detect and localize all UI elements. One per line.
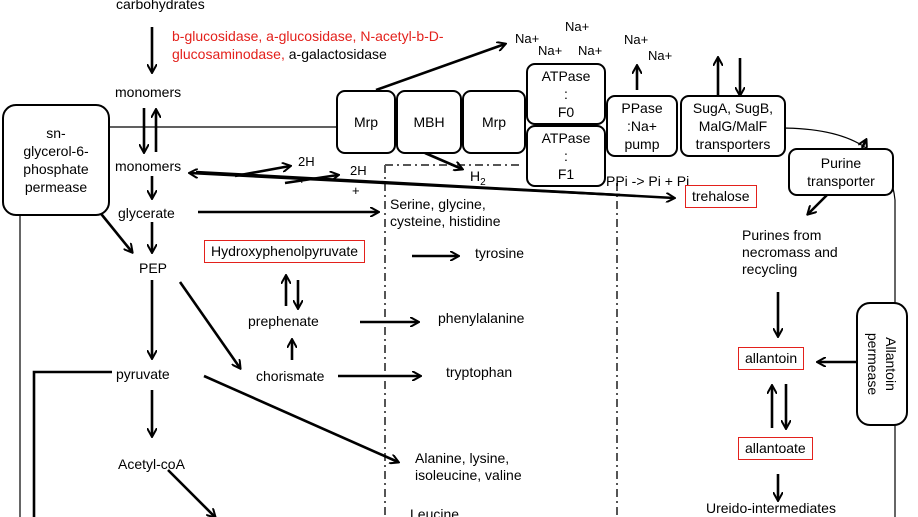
label-leucine: Leucine <box>410 506 460 517</box>
box-atpase-f1: ATPase : F1 <box>526 125 606 187</box>
arrow-acetyl-leucine <box>167 469 215 517</box>
label-chorismate: chorismate <box>256 368 325 384</box>
box-sug-transporters: SugA, SugB, MalG/MalF transporters <box>680 95 786 157</box>
label-na-2: Na+ <box>515 31 540 46</box>
label-ureido-intermediates: Ureido-intermediates <box>706 500 836 516</box>
label-allantoin: allantoin <box>738 347 805 370</box>
arrow-2h-2 <box>284 175 338 185</box>
label-tyrosine: tyrosine <box>475 245 525 261</box>
label-enzymes-black-part: a-galactosidase <box>284 46 387 62</box>
box-purine-transporter: Purine transporter <box>788 148 894 196</box>
arrow-permease-pep <box>96 209 132 252</box>
label-carbohydrates: carbohydrates <box>116 0 205 12</box>
box-mrp-left: Mrp <box>336 90 396 154</box>
label-pep: PEP <box>139 260 168 276</box>
label-na-1: Na+ <box>565 19 590 34</box>
label-monomers-inside: monomers <box>115 158 182 174</box>
label-phenylalanine: phenylalanine <box>438 310 525 326</box>
label-na-5: Na+ <box>624 32 649 47</box>
box-glycerol-permease: sn- glycerol-6- phosphate permease <box>2 104 110 216</box>
label-alanine-group: Alanine, lysine, isoleucine, valine <box>415 450 522 483</box>
label-purines: Purines from necromass and recycling <box>742 227 838 277</box>
arrow-2h-1 <box>234 166 290 178</box>
label-2h-2-plus: + <box>352 183 360 198</box>
allantoin-permease-label: Allantoin permease <box>865 332 900 396</box>
box-ppase-pump: PPase :Na+ pump <box>606 95 678 157</box>
arrow-purine-transporter-top <box>862 140 866 148</box>
pyruvate-recycle-line <box>32 370 112 517</box>
label-allantoate: allantoate <box>738 437 813 460</box>
label-trehalose: trehalose <box>685 185 757 208</box>
label-2h-2: 2H <box>350 163 367 178</box>
label-h2: H2 <box>470 168 486 191</box>
label-h2-letter: H <box>470 168 481 184</box>
label-ppi: PPi -> Pi + Pi <box>606 173 690 189</box>
box-atpase-f0: ATPase : F0 <box>526 63 606 125</box>
label-pyruvate: pyruvate <box>116 366 170 382</box>
label-enzymes-line2: glucosaminodase, a-galactosidase <box>172 46 387 63</box>
label-tryptophan: tryptophan <box>446 364 513 380</box>
box-mbh: MBH <box>396 90 462 154</box>
box-allantoin-permease: Allantoin permease <box>856 302 908 426</box>
label-enzymes-red-part: glucosaminodase, <box>172 46 285 62</box>
arrow-mbh-h2 <box>424 151 462 169</box>
arrow-mrp-na <box>375 44 505 92</box>
label-hydroxyphenolpyruvate: Hydroxyphenolpyruvate <box>204 240 366 263</box>
label-na-6: Na+ <box>648 48 673 63</box>
label-monomers-outside: monomers <box>115 84 182 100</box>
arrow-trehalose-monomers <box>190 173 621 197</box>
label-serine-group: Serine, glycine, cysteine, histidine <box>390 196 501 229</box>
label-2h-1-plus: + <box>298 172 306 187</box>
label-na-4: Na+ <box>578 43 603 58</box>
label-prephenate: prephenate <box>248 313 319 329</box>
box-mrp-right: Mrp <box>462 90 526 154</box>
arrow-pep-chorismate <box>178 281 240 368</box>
label-glycerate: glycerate <box>118 205 175 221</box>
label-2h-1: 2H <box>298 154 315 169</box>
label-enzymes-line1: b-glucosidase, a-glucosidase, N-acetyl-b… <box>172 28 444 44</box>
label-na-3: Na+ <box>538 43 563 58</box>
label-h2-subscript: 2 <box>480 176 486 188</box>
label-acetyl-coa: Acetyl-coA <box>118 456 185 472</box>
arrow-pyruvate-alanine <box>203 374 398 462</box>
